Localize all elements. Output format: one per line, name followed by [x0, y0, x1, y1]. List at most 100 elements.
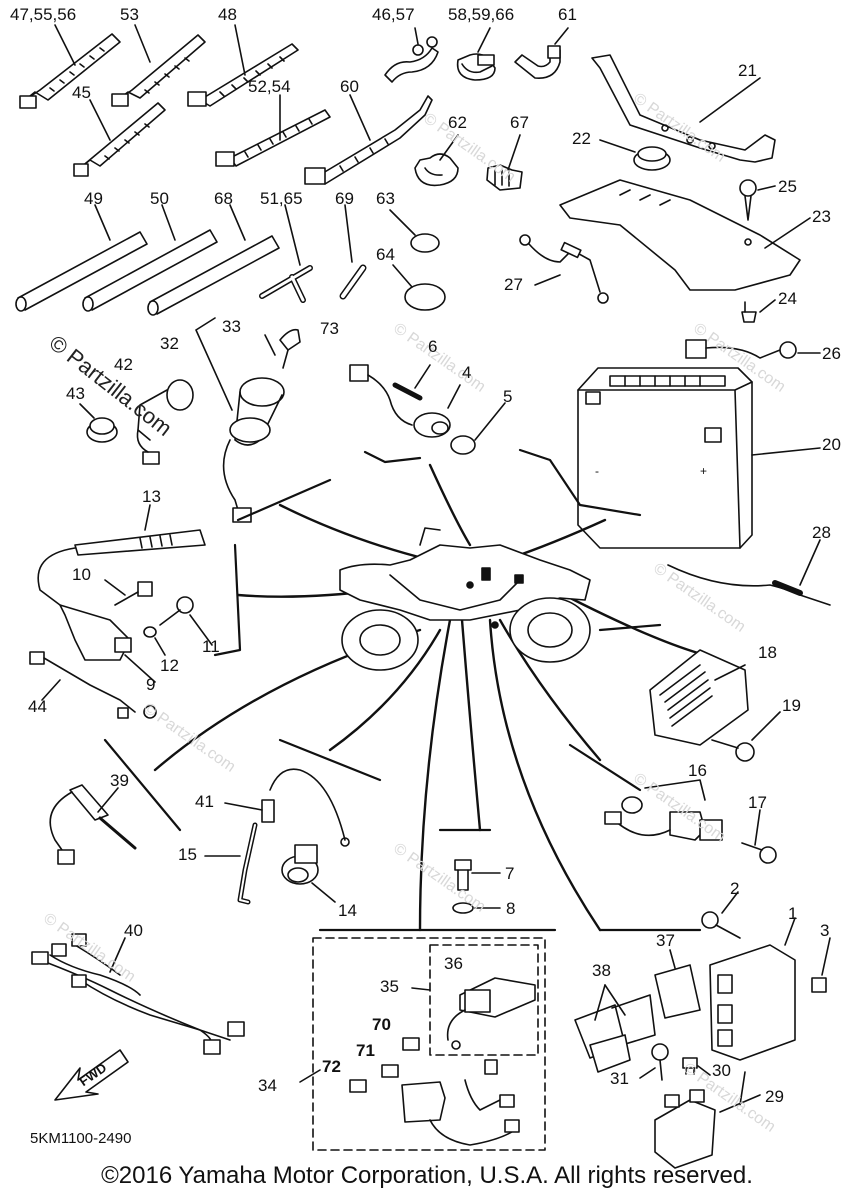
fuse-30 [682, 1057, 711, 1076]
clamp-67 [486, 134, 523, 191]
callout-5: 5 [503, 387, 513, 406]
callout-22: 22 [572, 129, 591, 148]
cable-tie-45 [73, 99, 166, 177]
callout-42: 42 [114, 355, 133, 374]
clamp-62 [414, 134, 459, 187]
clamp-58 [456, 27, 496, 81]
cable-tie-52 [215, 94, 331, 167]
callout-45: 45 [72, 83, 91, 102]
callout-19: 19 [782, 696, 801, 715]
o-ring-64 [392, 264, 446, 311]
cdi-unit-1 [709, 917, 796, 1061]
tube-49 [15, 204, 148, 312]
callout-26: 26 [822, 344, 841, 363]
callout-20: 20 [822, 435, 841, 454]
relay-37 [654, 949, 701, 1019]
callout-43: 43 [66, 384, 85, 403]
callout-60: 60 [340, 77, 359, 96]
harness-44 [29, 651, 157, 719]
damper-22 [599, 139, 671, 171]
switch-7 [454, 859, 501, 891]
sensor-15 [204, 822, 258, 905]
callout-32: 32 [160, 334, 179, 353]
callout-7: 7 [505, 864, 515, 883]
callout-10: 10 [72, 565, 91, 584]
callout-11: 11 [202, 637, 220, 656]
main-switch-32 [195, 317, 301, 523]
socket-42 [136, 379, 194, 465]
clamp-61 [514, 27, 569, 79]
bolt-17 [741, 809, 777, 864]
bolt-19 [711, 711, 781, 762]
callout-25: 25 [778, 177, 797, 196]
callout-67: 67 [510, 113, 529, 132]
callout-46-57: 46,57 [372, 5, 415, 24]
cable-tie-53 [111, 24, 206, 107]
cover-23 [559, 179, 811, 291]
o-ring-63 [389, 209, 440, 253]
callout-49: 49 [84, 189, 103, 208]
lead-41 [224, 768, 350, 847]
callout-41: 41 [195, 792, 214, 811]
callout-70: 70 [372, 1015, 391, 1034]
screw-2 [701, 891, 741, 939]
callout-64: 64 [376, 245, 395, 264]
callout-12: 12 [160, 656, 179, 675]
plug-cap-13 [37, 504, 206, 606]
callout-72: 72 [322, 1057, 341, 1076]
o-ring-5 [450, 402, 506, 455]
rectifier-18 [649, 649, 749, 746]
callout-17: 17 [748, 793, 767, 812]
cap-43 [79, 403, 118, 443]
callout-61: 61 [558, 5, 577, 24]
battery-20: - + [577, 367, 821, 549]
callout-9: 9 [146, 675, 156, 694]
callout-16: 16 [688, 761, 707, 780]
callout-68: 68 [214, 189, 233, 208]
callout-39: 39 [110, 771, 129, 790]
fuse-box-assembly-34 [299, 937, 546, 1151]
callout-2: 2 [730, 879, 740, 898]
callout-62: 62 [448, 113, 467, 132]
cable-tie-48 [187, 24, 299, 107]
nut-3 [811, 937, 831, 993]
callout-36: 36 [444, 954, 463, 973]
sensor-16 [604, 779, 723, 841]
bolt-11 [159, 596, 213, 646]
bolt-31 [639, 1043, 669, 1081]
callout-23: 23 [812, 207, 831, 226]
callout-3: 3 [820, 921, 830, 940]
callout-24: 24 [778, 289, 797, 308]
callout-15: 15 [178, 845, 197, 864]
ignition-coil-9 [59, 604, 156, 683]
washer-12 [143, 626, 166, 656]
switch-39 [49, 784, 137, 865]
callout-58-59-66: 58,59,66 [448, 5, 515, 24]
relay-38 [574, 984, 656, 1073]
callout-28: 28 [812, 523, 831, 542]
lead-27 [519, 234, 609, 304]
connector-lines [153, 463, 707, 932]
sender-lead-4 [349, 364, 461, 438]
breather-hose-28 [667, 539, 831, 606]
joint-69 [339, 204, 367, 300]
callout-21: 21 [738, 61, 757, 80]
callout-71: 71 [356, 1041, 375, 1060]
callout-4: 4 [462, 363, 472, 382]
sensor-14 [281, 844, 336, 903]
callout-69: 69 [335, 189, 354, 208]
callout-18: 18 [758, 643, 777, 662]
bolt-10 [104, 579, 153, 606]
callout-13: 13 [142, 487, 161, 506]
callout-37: 37 [656, 931, 675, 950]
cable-tie-47 [19, 24, 121, 109]
wire-harness-40 [31, 933, 245, 1055]
callout-14: 14 [338, 901, 357, 920]
svg-text:-: - [595, 464, 599, 478]
callout-34: 34 [258, 1076, 277, 1095]
callout-8: 8 [506, 899, 516, 918]
atv-illustration [339, 527, 591, 671]
callout-63: 63 [376, 189, 395, 208]
clip-24 [741, 299, 776, 323]
